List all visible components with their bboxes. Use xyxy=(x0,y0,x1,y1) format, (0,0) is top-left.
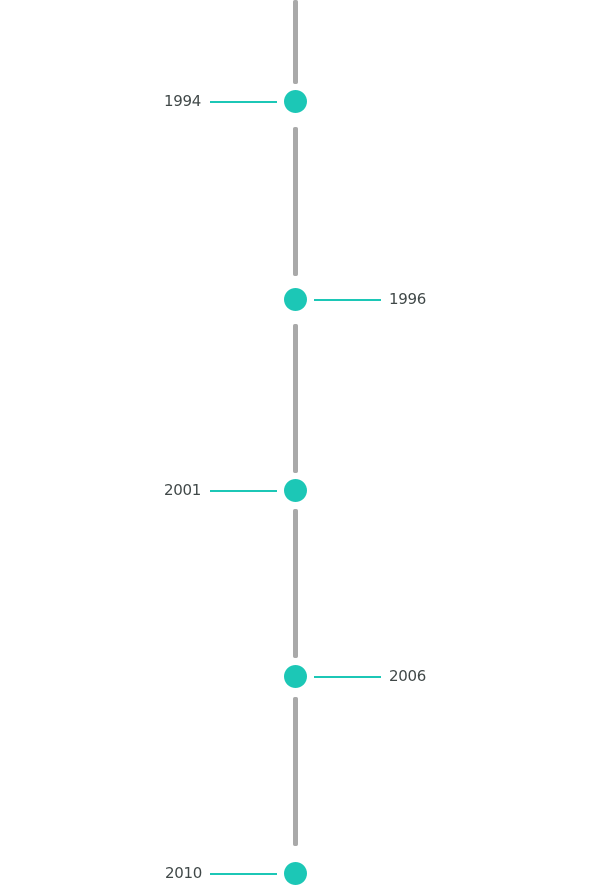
timeline-spine-segment xyxy=(293,509,298,658)
timeline-year-1994: 1994 xyxy=(164,92,201,110)
timeline-year-1996: 1996 xyxy=(389,290,426,308)
timeline-year-2001: 2001 xyxy=(164,481,201,499)
timeline-year-2006: 2006 xyxy=(389,667,426,685)
timeline-dot-2001 xyxy=(284,479,307,502)
timeline-year-2010: 2010 xyxy=(165,864,202,882)
timeline-spine-segment xyxy=(293,127,298,276)
timeline-spine-segment xyxy=(293,697,298,846)
timeline-connector-2010 xyxy=(210,873,277,875)
timeline-dot-1994 xyxy=(284,90,307,113)
timeline-dot-1996 xyxy=(284,288,307,311)
timeline-connector-2001 xyxy=(210,490,277,492)
timeline-connector-1996 xyxy=(314,299,381,301)
timeline-connector-2006 xyxy=(314,676,381,678)
timeline-dot-2006 xyxy=(284,665,307,688)
timeline-spine-segment xyxy=(293,324,298,473)
timeline-dot-2010 xyxy=(284,862,307,885)
timeline-spine-segment xyxy=(293,0,298,84)
timeline-connector-1994 xyxy=(210,101,277,103)
